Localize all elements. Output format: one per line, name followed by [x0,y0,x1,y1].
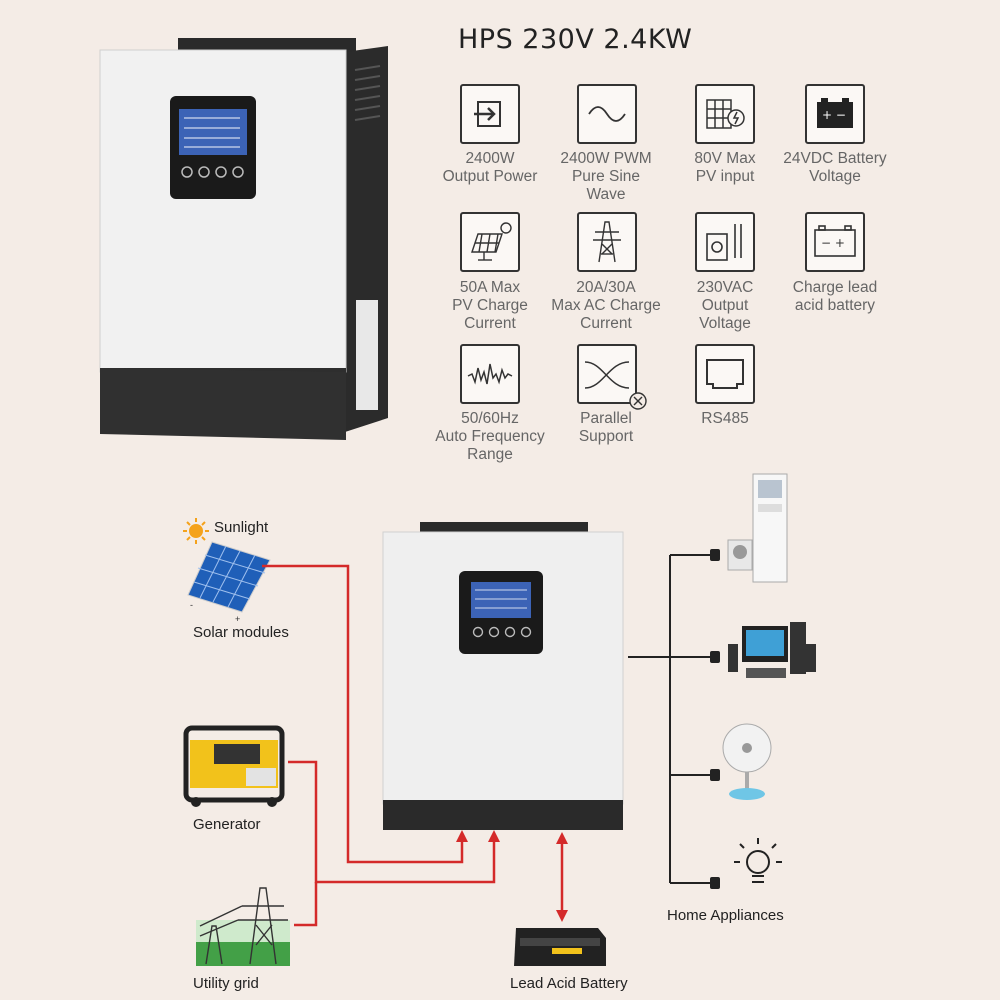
output-arrow-icon [460,84,520,144]
battery-label: Lead Acid Battery [510,975,628,992]
generator-icon [183,725,285,807]
solar-module-icon: - + [187,541,271,624]
solar-modules-label: Solar modules [193,624,289,641]
feature-label-rs485: RS485 [701,410,749,427]
ac-meter-icon [695,212,755,272]
feature-label-battery-voltage: 24VDC Battery Voltage [783,150,887,185]
generator-label: Generator [193,816,261,833]
power-tower-icon [577,212,637,272]
wire-arrows [456,830,568,922]
feature-label-output-power: 2400W Output Power [442,150,538,185]
parallel-icon [577,344,647,410]
sun-solar-panel-icon [460,212,520,272]
feature-label-output-voltage: 230VAC Output Voltage [696,279,754,332]
lead-acid-battery-icon [514,928,606,966]
utility-grid-label: Utility grid [193,975,259,992]
inverter-diagram-icon [382,522,624,830]
fan-icon [722,723,772,800]
feature-label-pv-input: 80V Max PV input [694,150,756,185]
sunlight-label: Sunlight [214,519,269,536]
plug-icons [710,549,720,889]
svg-text:+ −: + − [822,108,846,122]
svg-text:− +: − + [821,236,845,250]
black-wires [628,554,712,884]
page-title: HPS 230V 2.4KW [458,24,693,55]
feature-label-lead-acid: Charge lead acid battery [792,279,878,314]
feature-label-parallel: Parallel Support [578,410,634,445]
feature-label-frequency: 50/60Hz Auto Frequency Range [435,410,545,463]
battery-icon: + − [805,84,865,144]
computer-icon [728,622,816,678]
air-conditioner-icon [727,473,788,583]
feature-label-pv-charge: 50A Max PV Charge Current [452,279,528,332]
lead-battery-icon: − + [805,212,865,272]
sun-icon [183,518,209,544]
feature-label-ac-charge: 20A/30A Max AC Charge Current [551,279,661,332]
home-appliances-label: Home Appliances [667,907,784,924]
frequency-wave-icon [460,344,520,404]
solar-panel-icon [695,84,755,144]
sine-wave-icon [577,84,637,144]
svg-text:-: - [190,600,193,610]
rs485-port-icon [695,344,755,404]
utility-tower-icon [196,887,290,966]
feature-label-sine-wave: 2400W PWM Pure Sine Wave [560,150,652,203]
light-bulb-icon [734,838,782,883]
svg-text:+: + [235,614,240,624]
red-wires [262,564,564,927]
